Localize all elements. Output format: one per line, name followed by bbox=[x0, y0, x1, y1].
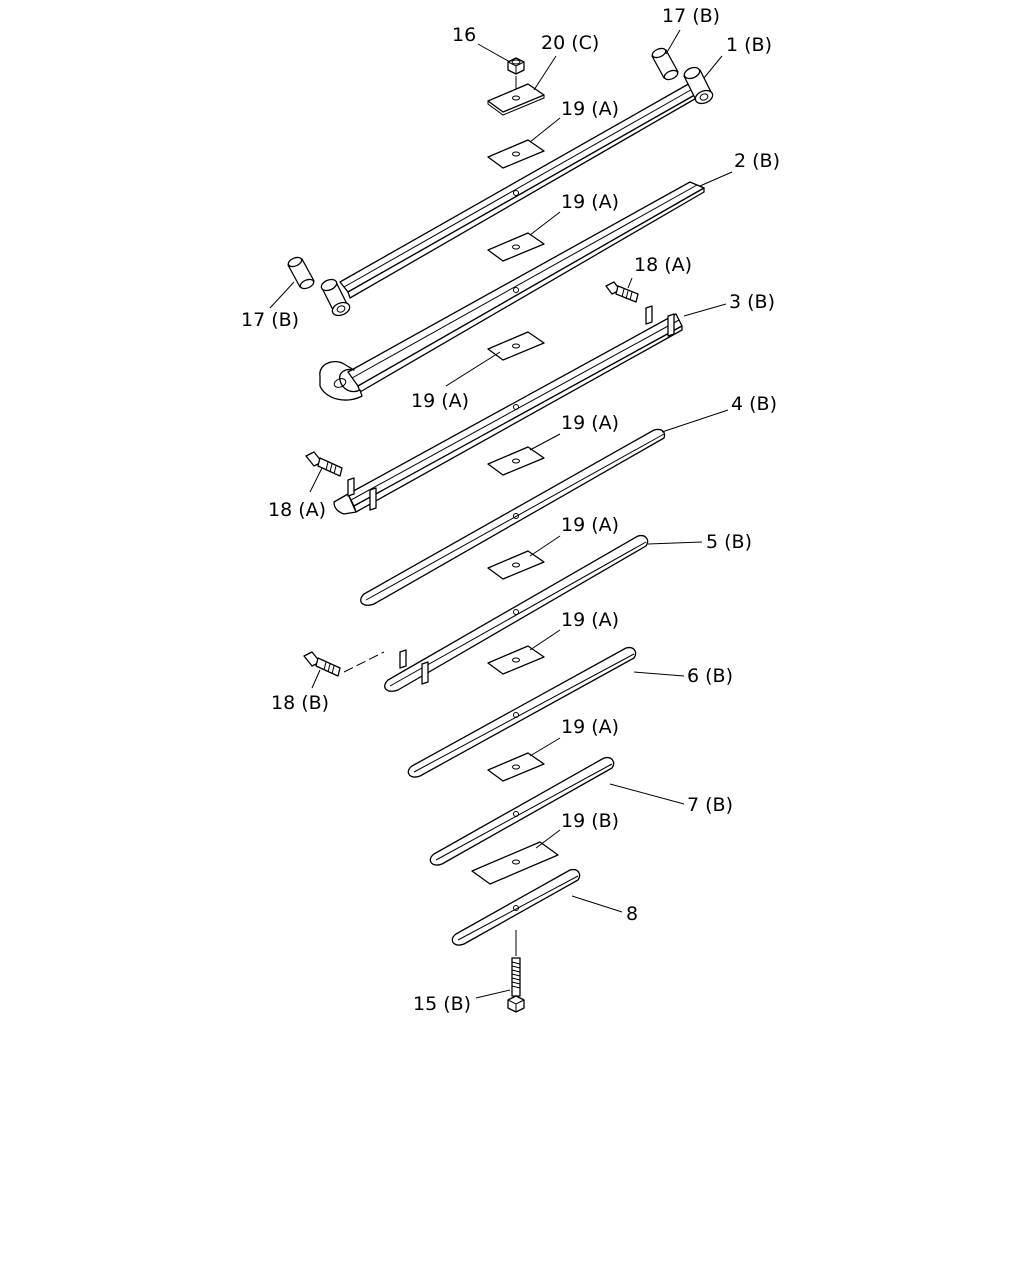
label-part-8: 8 bbox=[626, 903, 638, 925]
part-4b-leaf bbox=[360, 428, 666, 606]
part-19b-pad bbox=[471, 841, 559, 885]
part-18a-bolt-left bbox=[305, 451, 343, 477]
part-1b-main-leaf bbox=[320, 66, 714, 317]
label-part-18b: 18 (B) bbox=[271, 692, 329, 714]
label-part-6b: 6 (B) bbox=[687, 665, 733, 687]
part-8-leaf bbox=[451, 868, 581, 946]
part-18b-bolt bbox=[303, 651, 385, 677]
label-part-20c: 20 (C) bbox=[541, 32, 599, 54]
part-5b-clip-leaf bbox=[384, 534, 649, 692]
label-part-5b: 5 (B) bbox=[706, 531, 752, 553]
part-7b-leaf bbox=[429, 756, 615, 866]
label-part-1b: 1 (B) bbox=[726, 34, 772, 56]
label-part-19a-6: 19 (A) bbox=[561, 609, 619, 631]
label-part-19a-7: 19 (A) bbox=[561, 716, 619, 738]
part-19a-pad-7 bbox=[487, 752, 545, 782]
label-part-3b: 3 (B) bbox=[729, 291, 775, 313]
part-19a-pad-2 bbox=[487, 232, 545, 262]
part-18a-bolt-top bbox=[605, 281, 639, 303]
part-19a-pad-1 bbox=[487, 139, 545, 169]
label-part-19a-5: 19 (A) bbox=[561, 514, 619, 536]
label-part-19a-4: 19 (A) bbox=[561, 412, 619, 434]
part-16-nut bbox=[507, 57, 525, 96]
part-6b-leaf bbox=[407, 646, 637, 778]
part-19a-pad-3 bbox=[487, 331, 545, 361]
part-19a-pad-6 bbox=[487, 645, 545, 675]
part-15b-center-bolt bbox=[507, 930, 525, 1013]
label-part-19b: 19 (B) bbox=[561, 810, 619, 832]
label-part-2b: 2 (B) bbox=[734, 150, 780, 172]
label-part-18a-left: 18 (A) bbox=[268, 499, 326, 521]
part-3b-clip-leaf bbox=[333, 305, 683, 515]
label-part-7b: 7 (B) bbox=[687, 794, 733, 816]
label-part-17b-left: 17 (B) bbox=[241, 309, 299, 331]
leader-lines bbox=[269, 29, 733, 999]
part-19a-pad-5 bbox=[487, 550, 545, 580]
part-17b-bushing-top bbox=[651, 47, 679, 81]
label-part-17b-top: 17 (B) bbox=[662, 5, 720, 27]
label-part-18a-top: 18 (A) bbox=[634, 254, 692, 276]
part-17b-bushing-left bbox=[287, 256, 315, 290]
label-part-4b: 4 (B) bbox=[731, 393, 777, 415]
label-part-19a-3: 19 (A) bbox=[411, 390, 469, 412]
label-part-16: 16 bbox=[452, 24, 476, 46]
label-part-15b: 15 (B) bbox=[413, 993, 471, 1015]
part-2b-second-leaf bbox=[319, 181, 705, 401]
label-part-19a-1: 19 (A) bbox=[561, 98, 619, 120]
part-20c-plate bbox=[487, 83, 545, 116]
label-part-19a-2: 19 (A) bbox=[561, 191, 619, 213]
part-19a-pad-4 bbox=[487, 446, 545, 476]
